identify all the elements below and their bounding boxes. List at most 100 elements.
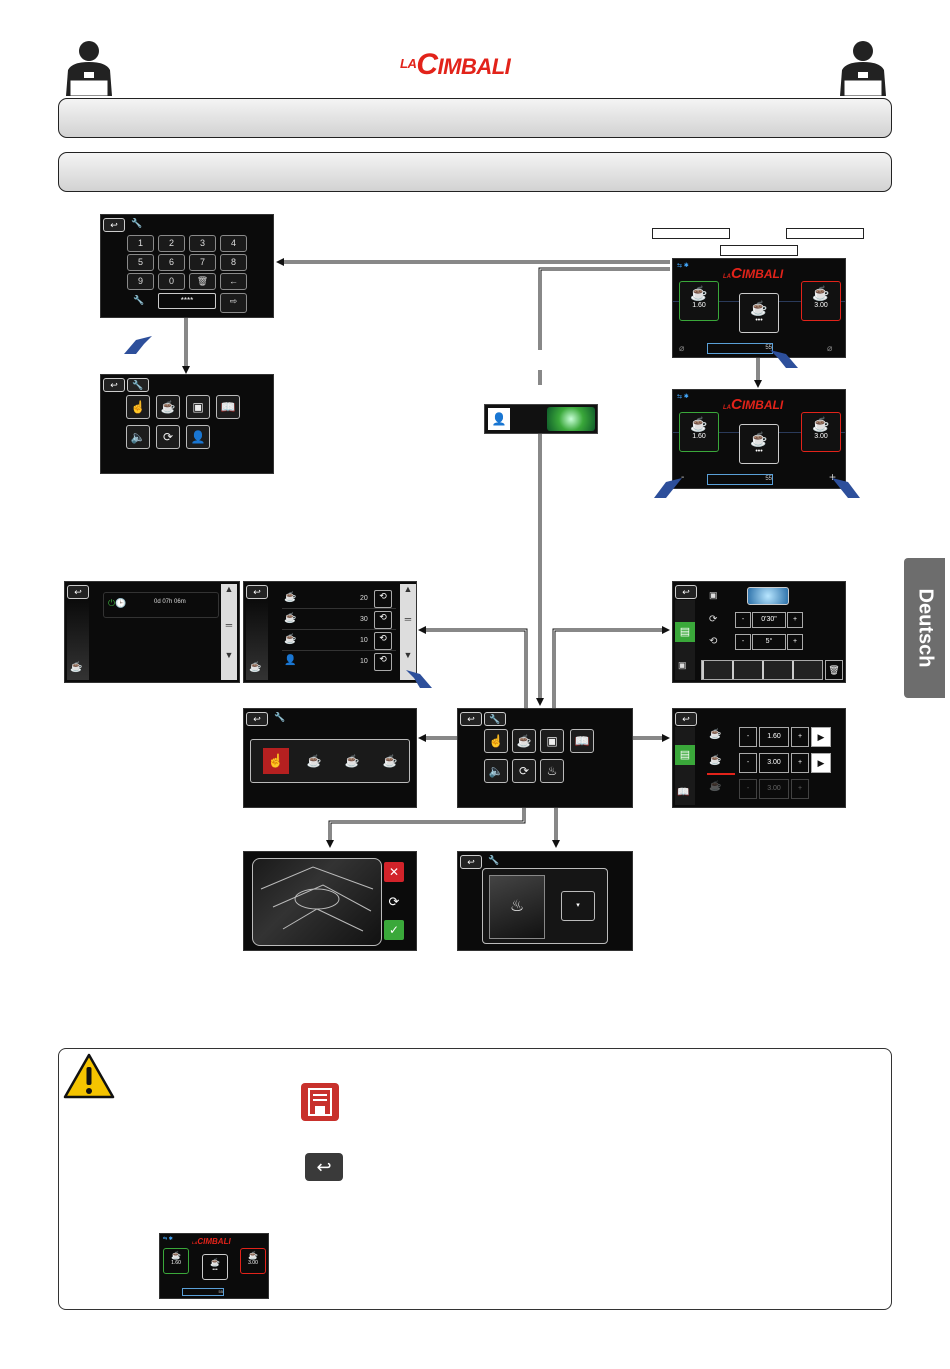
list-item[interactable]: 👤 10 ⟲ [282, 653, 396, 671]
key-4[interactable]: 4 [220, 235, 247, 252]
delete-key[interactable]: 🗑 [189, 273, 216, 290]
dose-row: ☕ - 3.00 + [707, 779, 837, 799]
scrollbar[interactable]: ▲ ═ ▼ [400, 584, 416, 680]
user-mode-toggle[interactable]: 👤 [484, 404, 598, 434]
rinse-count-field[interactable]: 5° [752, 634, 786, 650]
touch-icon[interactable]: ☝ [263, 748, 289, 774]
key-0[interactable]: 0 [158, 273, 185, 290]
coffee-cup-icon[interactable]: ☕ [156, 395, 180, 419]
plus-button[interactable]: + [829, 470, 837, 484]
dropdown-button[interactable]: ▾ [561, 891, 595, 921]
key-7[interactable]: 7 [189, 254, 216, 271]
single-cup-icon: ☕ [709, 729, 722, 740]
single-coffee-button[interactable]: ☕1.60 [679, 281, 719, 321]
book-icon[interactable]: 📖 [570, 729, 594, 753]
value-bar[interactable]: 55 [707, 474, 773, 485]
steam-c-icon[interactable]: ☕ [382, 754, 398, 768]
touch-icon[interactable]: ☝ [484, 729, 508, 753]
list-item[interactable]: ☕ 10 ⟲ [282, 632, 396, 651]
minus-button[interactable]: - [681, 472, 685, 483]
cancel-button[interactable]: ✕ [384, 862, 404, 882]
key-3[interactable]: 3 [189, 235, 216, 252]
save-icon[interactable]: ▤ [675, 745, 695, 765]
minus-button[interactable]: - [739, 779, 757, 799]
backspace-key[interactable]: ← [220, 273, 247, 290]
list-item[interactable]: ☕ 30 ⟲ [282, 611, 396, 630]
key-1[interactable]: 1 [127, 235, 154, 252]
wrench-button[interactable]: 🔧 [127, 378, 149, 392]
speaker-icon[interactable]: 🔈 [126, 425, 150, 449]
instruction-panel: ♨ ▾ [482, 868, 608, 944]
user-settings-icon[interactable]: 👤 [186, 425, 210, 449]
double-coffee-button[interactable]: ☕3.00 [801, 412, 841, 452]
coffee-cup-icon[interactable]: ☕ [512, 729, 536, 753]
enter-key[interactable]: ⇨ [220, 293, 247, 313]
double-coffee-button[interactable]: ☕3.00 [801, 281, 841, 321]
back-button[interactable]: ↩ [460, 855, 482, 869]
back-button[interactable]: ↩ [103, 218, 125, 232]
dose-value-field[interactable]: 3.00 [759, 753, 789, 773]
rinse-time-field[interactable]: 0'30" [752, 612, 786, 628]
continuous-coffee-button[interactable]: ☕••• [739, 293, 779, 333]
minus-button[interactable]: - [739, 753, 757, 773]
reset-icon[interactable]: ⟲ [374, 653, 392, 671]
reset-icon[interactable]: ⟲ [374, 590, 392, 608]
cleaning-icon[interactable]: ⟳ [512, 759, 536, 783]
cleaning-icon[interactable]: ⟳ [156, 425, 180, 449]
mini-home-screen: ⇆ ✱ LACIMBALI ☕1.60 ☕••• ☕3.00 55 [159, 1233, 269, 1299]
double-coffee-button: ☕3.00 [240, 1248, 266, 1274]
back-button[interactable]: ↩ [246, 585, 268, 599]
key-5[interactable]: 5 [127, 254, 154, 271]
home-logo: LACIMBALI [192, 1237, 231, 1246]
reset-icon[interactable]: ⟲ [374, 611, 392, 629]
minus-button[interactable]: - [735, 612, 751, 628]
key-6[interactable]: 6 [158, 254, 185, 271]
key-9[interactable]: 9 [127, 273, 154, 290]
learn-dose-icon[interactable]: ▶ [811, 753, 831, 773]
plus-button[interactable]: + [791, 779, 809, 799]
rinse-toggle[interactable] [747, 587, 789, 605]
touch-icon[interactable]: ☝ [126, 395, 150, 419]
reset-icon[interactable]: ⟲ [374, 632, 392, 650]
single-coffee-button[interactable]: ☕1.60 [679, 412, 719, 452]
language-tab: Deutsch [904, 558, 945, 698]
plus-button[interactable]: + [787, 634, 803, 650]
minus-button[interactable]: - [735, 634, 751, 650]
wrench-button[interactable]: 🔧 [484, 712, 506, 726]
steam-b-icon[interactable]: ☕ [344, 754, 360, 768]
confirm-button[interactable]: ✓ [384, 920, 404, 940]
key-8[interactable]: 8 [220, 254, 247, 271]
back-button[interactable]: ↩ [675, 712, 697, 726]
milk-cleaning-icon[interactable]: ♨ [540, 759, 564, 783]
back-button[interactable]: ↩ [246, 712, 268, 726]
display-icon[interactable]: ▣ [186, 395, 210, 419]
scrollbar[interactable]: ▲ ═ ▼ [221, 584, 237, 680]
back-button[interactable]: ↩ [103, 378, 125, 392]
slash-icon: ⌀ [679, 343, 685, 353]
display-icon[interactable]: ▣ [540, 729, 564, 753]
back-button[interactable]: ↩ [67, 585, 89, 599]
book-icon[interactable]: 📖 [216, 395, 240, 419]
continuous-coffee-button[interactable]: ☕••• [739, 424, 779, 464]
back-button[interactable]: ↩ [460, 712, 482, 726]
back-button[interactable]: ↩ [675, 585, 697, 599]
speaker-icon[interactable]: 🔈 [484, 759, 508, 783]
learn-dose-icon[interactable]: ▶ [811, 727, 831, 747]
steam-a-icon[interactable]: ☕ [306, 754, 322, 768]
list-item[interactable]: ☕ 20 ⟲ [282, 590, 396, 609]
key-2[interactable]: 2 [158, 235, 185, 252]
single-coffee-button: ☕1.60 [163, 1248, 189, 1274]
image-strip[interactable] [701, 660, 823, 680]
minus-button[interactable]: - [739, 727, 757, 747]
plus-button[interactable]: + [791, 753, 809, 773]
plus-button[interactable]: + [787, 612, 803, 628]
hand-pointer-icon [768, 348, 800, 375]
password-field[interactable]: **** [158, 293, 216, 309]
dose-value-field[interactable]: 1.60 [759, 727, 789, 747]
dose-value-field[interactable]: 3.00 [759, 779, 789, 799]
warning-icon [63, 1053, 115, 1104]
plus-button[interactable]: + [791, 727, 809, 747]
delete-icon[interactable]: 🗑 [825, 660, 843, 680]
value-bar[interactable]: 55 [707, 343, 773, 354]
save-icon[interactable]: ▤ [675, 622, 695, 642]
